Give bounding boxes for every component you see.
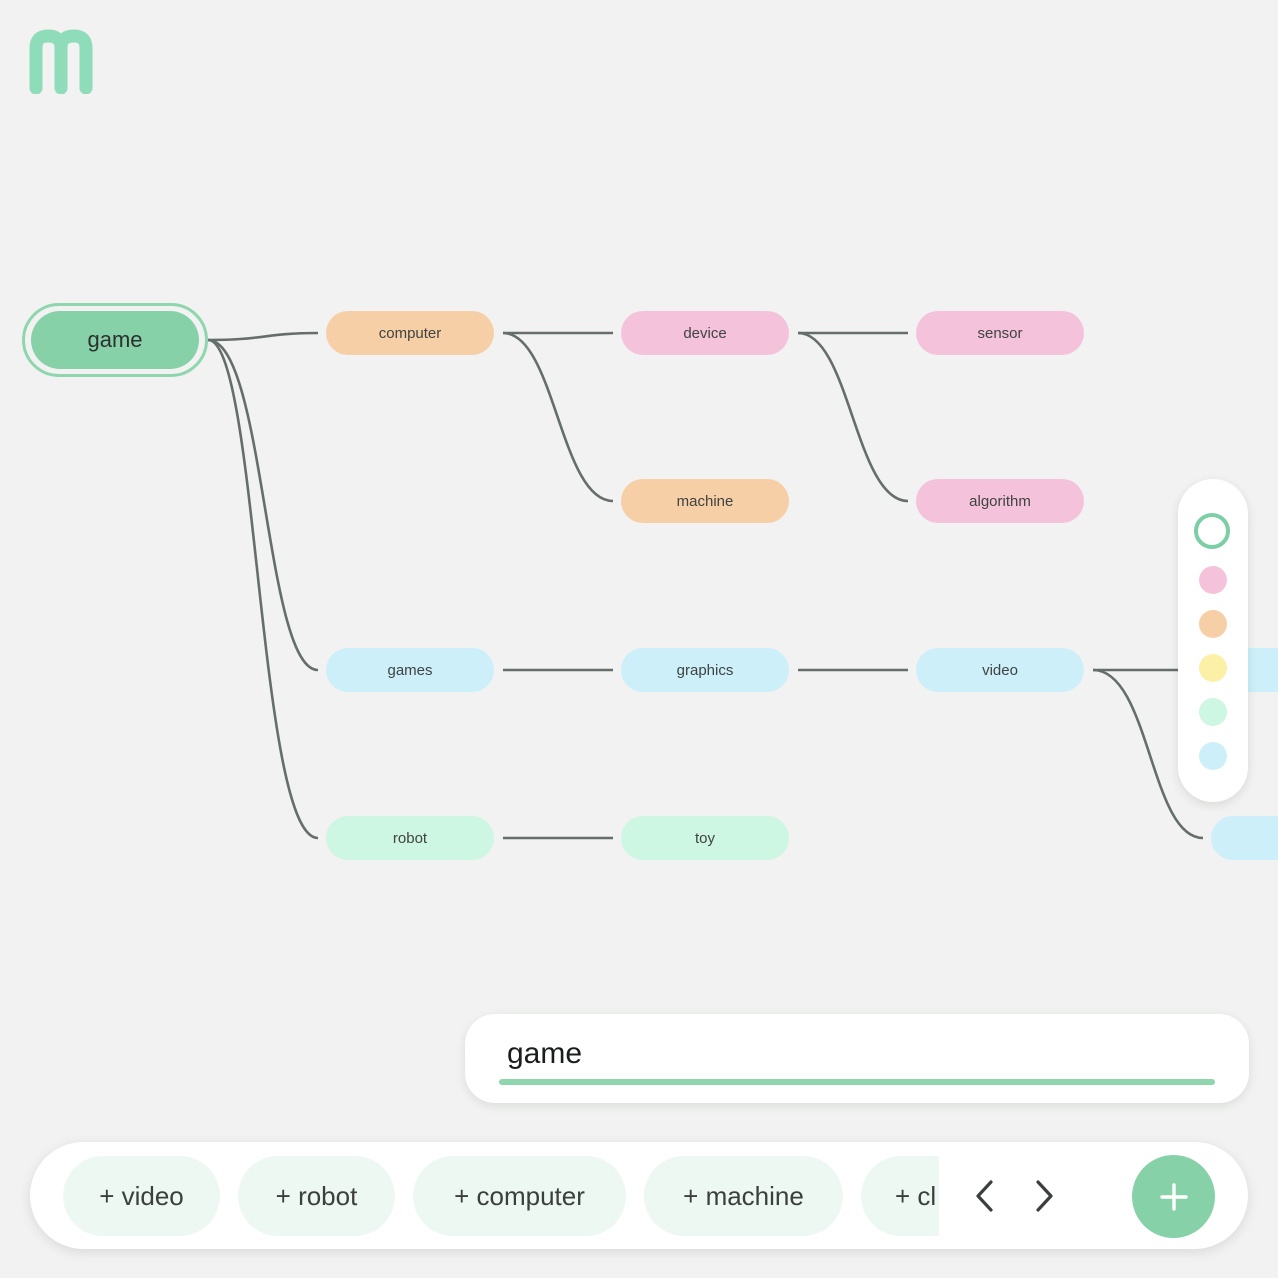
edge-video-offscreen-2 <box>1092 668 1204 840</box>
root-node-label: game <box>31 311 199 369</box>
chevron-left-icon[interactable] <box>962 1172 1006 1220</box>
word-input-card <box>465 1014 1249 1103</box>
suggestion-chip-track: + video + robot + computer + machine + c… <box>63 1156 939 1236</box>
input-underline <box>499 1079 1215 1085</box>
edge-computer-machine <box>502 331 614 503</box>
suggestion-chip-machine[interactable]: + machine <box>644 1156 843 1236</box>
suggestion-chip-video[interactable]: + video <box>63 1156 220 1236</box>
color-swatch-yellow[interactable] <box>1199 654 1227 682</box>
suggestion-bar: + video + robot + computer + machine + c… <box>30 1142 1248 1249</box>
color-swatch-selected[interactable] <box>1194 513 1230 549</box>
color-swatch-pink[interactable] <box>1199 566 1227 594</box>
edge-game-games <box>207 338 319 672</box>
suggestion-chip-partial[interactable]: + cl <box>861 1156 939 1236</box>
color-swatch-orange[interactable] <box>1199 610 1227 638</box>
suggestion-chip-robot[interactable]: + robot <box>238 1156 395 1236</box>
node-sensor[interactable]: sensor <box>916 311 1084 355</box>
node-offscreen-2[interactable] <box>1211 816 1278 860</box>
node-graphics[interactable]: graphics <box>621 648 789 692</box>
edge-game-computer <box>207 331 319 342</box>
suggestion-chip-computer[interactable]: + computer <box>413 1156 626 1236</box>
node-toy[interactable]: toy <box>621 816 789 860</box>
node-device[interactable]: device <box>621 311 789 355</box>
root-node[interactable]: game <box>22 303 208 377</box>
node-video[interactable]: video <box>916 648 1084 692</box>
node-robot[interactable]: robot <box>326 816 494 860</box>
node-games[interactable]: games <box>326 648 494 692</box>
chevron-right-icon[interactable] <box>1023 1172 1067 1220</box>
app-logo <box>29 29 93 94</box>
node-computer[interactable]: computer <box>326 311 494 355</box>
color-palette <box>1178 479 1248 802</box>
edge-device-algorithm <box>797 331 909 503</box>
node-machine[interactable]: machine <box>621 479 789 523</box>
add-node-button[interactable] <box>1132 1155 1215 1238</box>
color-swatch-mint[interactable] <box>1199 698 1227 726</box>
edge-game-robot <box>207 338 319 840</box>
node-algorithm[interactable]: algorithm <box>916 479 1084 523</box>
color-swatch-blue[interactable] <box>1199 742 1227 770</box>
plus-icon <box>1159 1182 1188 1211</box>
word-input[interactable] <box>507 1034 1207 1074</box>
